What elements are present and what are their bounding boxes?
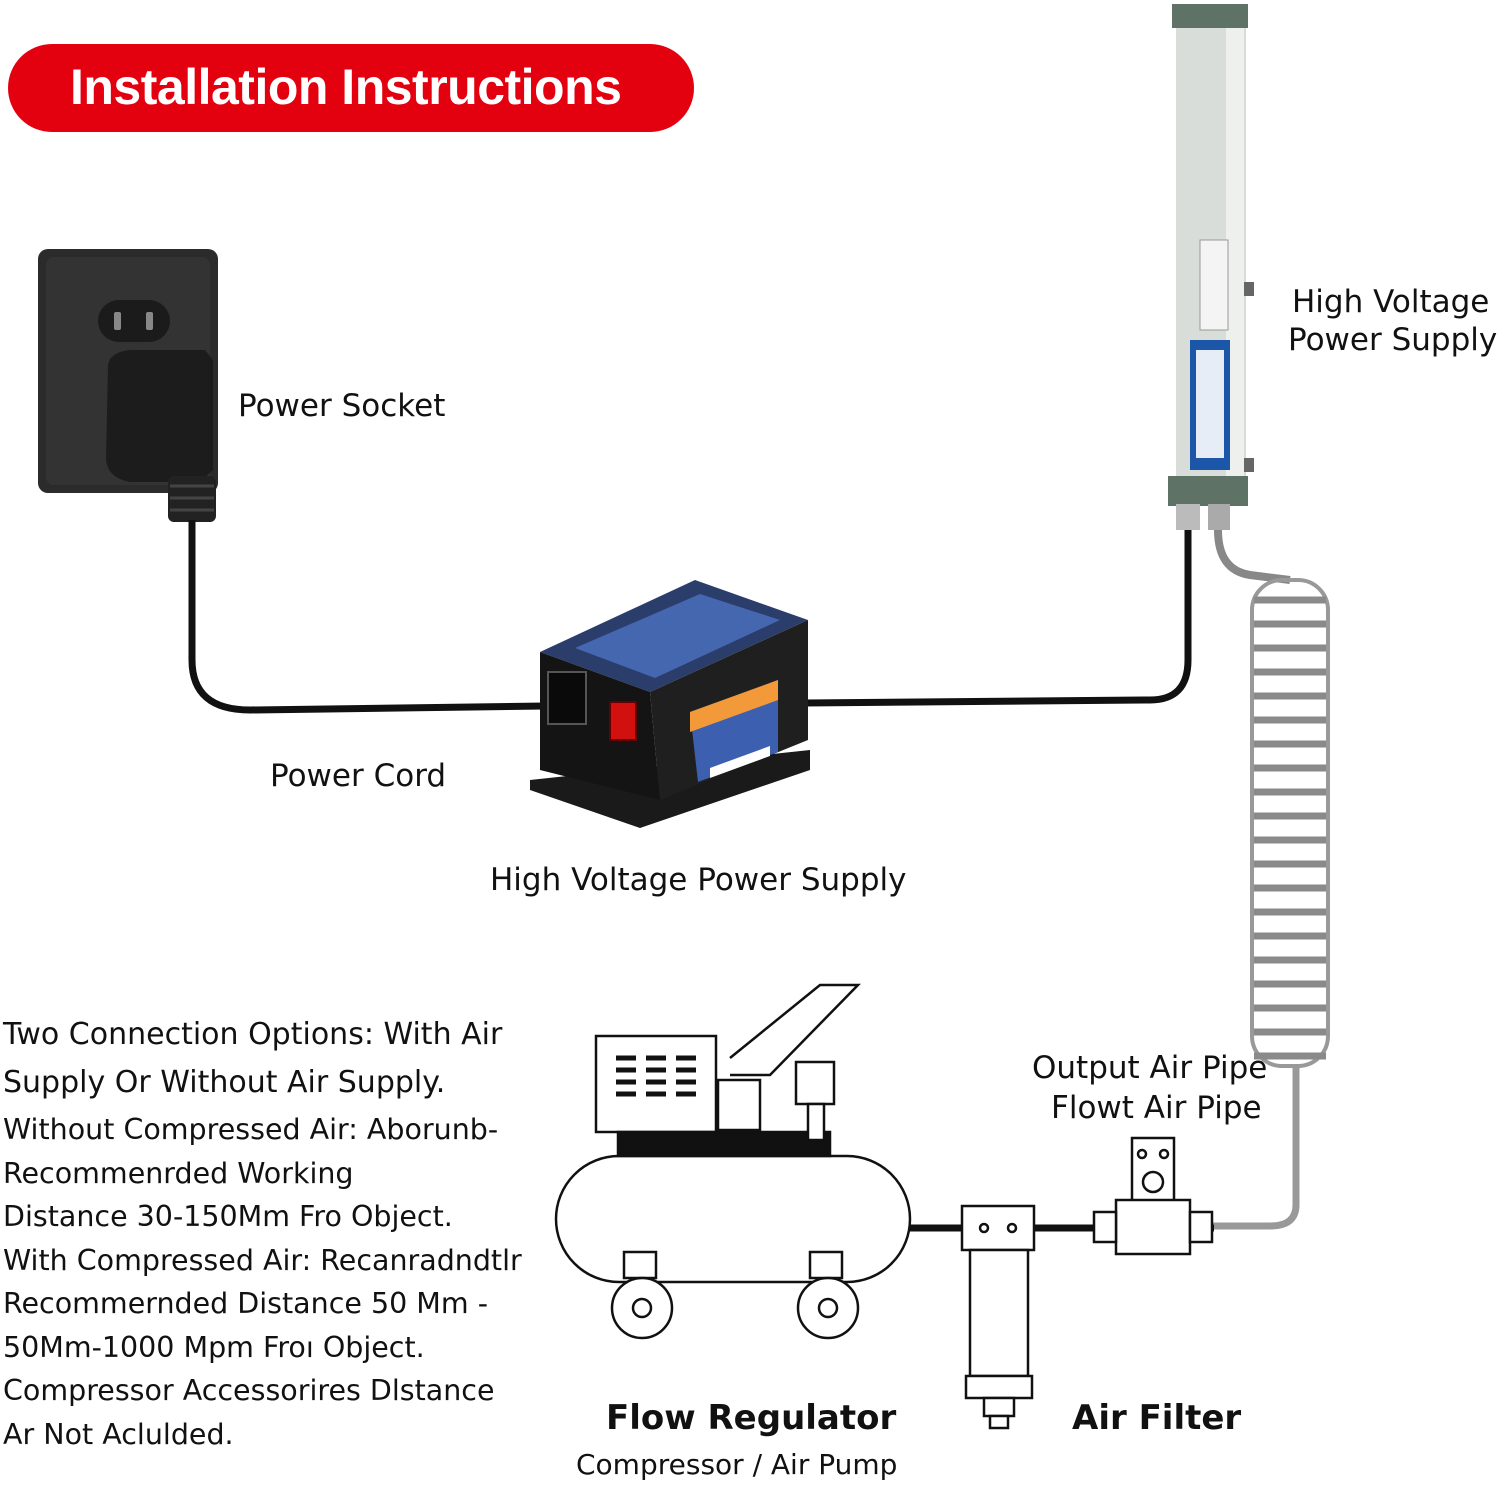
label-hv-bar-line1: High Voltage bbox=[1292, 284, 1490, 320]
notes-line: With Compressed Air: Recanradndtlr bbox=[3, 1243, 522, 1277]
notes-heading-line1: Two Connection Options: With Air bbox=[3, 1017, 503, 1052]
notes-line: Recommenrded Working bbox=[3, 1156, 354, 1190]
flow-regulator-icon bbox=[1092, 1136, 1214, 1256]
title-banner bbox=[8, 44, 694, 132]
air-compressor-icon bbox=[554, 983, 912, 1340]
connection-notes: Two Connection Options: With Air Supply … bbox=[3, 1012, 543, 1456]
label-hv-power-supply-box: High Voltage Power Supply bbox=[490, 862, 907, 898]
label-power-socket: Power Socket bbox=[238, 388, 446, 424]
label-flow-air-pipe: Flowt Air Pipe bbox=[1051, 1090, 1262, 1126]
label-air-filter: Air Filter bbox=[1072, 1398, 1242, 1438]
notes-line: Ar Not Aclulded. bbox=[3, 1417, 234, 1451]
label-compressor: Compressor / Air Pump bbox=[576, 1448, 898, 1481]
plug-icon bbox=[106, 350, 216, 522]
power-cord-wire bbox=[188, 520, 546, 714]
notes-line: Recommernded Distance 50 Mm - bbox=[3, 1287, 488, 1320]
label-power-cord: Power Cord bbox=[270, 758, 447, 794]
coiled-air-pipe-icon bbox=[1210, 529, 1330, 1230]
air-filter-icon bbox=[960, 1204, 1036, 1430]
power-supply-box-icon bbox=[530, 580, 810, 828]
label-flow-regulator: Flow Regulator bbox=[606, 1398, 897, 1438]
notes-line: Compressor Accessorires Dlstance bbox=[3, 1374, 495, 1407]
notes-line: Distance 30-150Mm Fro Object. bbox=[3, 1200, 453, 1233]
notes-line: Without Compressed Air: Aborunb- bbox=[3, 1113, 499, 1146]
label-output-air-pipe: Output Air Pipe bbox=[1032, 1050, 1268, 1086]
page-title: Installation Instructions bbox=[70, 59, 622, 115]
label-hv-bar-line2: Power Supply bbox=[1288, 322, 1498, 358]
ion-bar-icon bbox=[1168, 4, 1254, 530]
notes-heading-line2: Supply Or Without Air Supply. bbox=[3, 1065, 446, 1100]
hv-cable-wire bbox=[804, 525, 1192, 707]
notes-line: 50Mm-1000 Mpm Froı Object. bbox=[3, 1330, 425, 1364]
